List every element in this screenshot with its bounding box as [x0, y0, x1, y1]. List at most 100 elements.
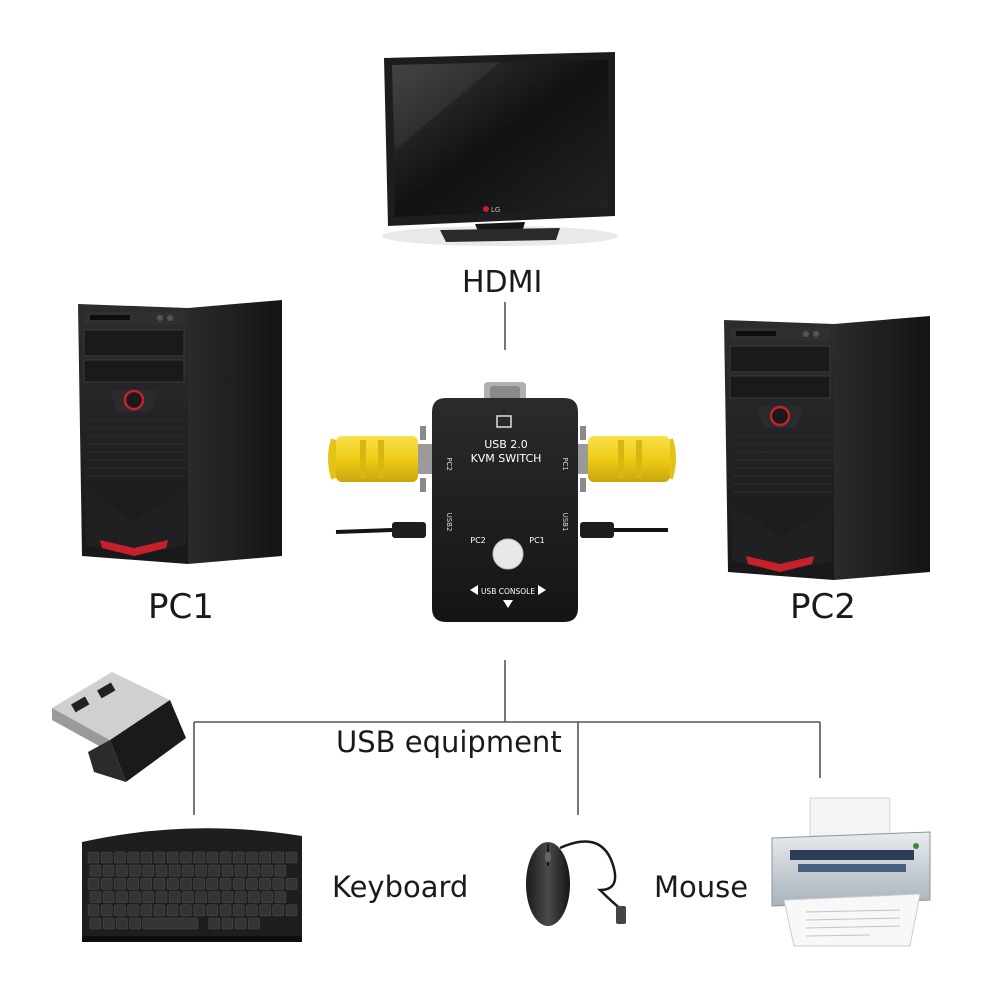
keyboard-key: [193, 904, 205, 917]
keyboard-key: [100, 878, 113, 890]
kvm-side-label-right: PC1: [561, 457, 569, 471]
keyboard-key: [246, 904, 258, 917]
kvm-arrow-right-icon: [538, 585, 546, 595]
pc1-tower-icon: [78, 300, 282, 564]
keyboard-key: [206, 904, 219, 917]
kvm-title-line1: USB 2.0: [484, 438, 528, 451]
keyboard-key: [248, 917, 260, 930]
keyboard-key: [153, 904, 166, 917]
vga-connector-left: [328, 426, 434, 492]
keyboard-keys: [87, 851, 298, 930]
keyboard-key: [232, 878, 245, 890]
keyboard-key: [87, 851, 100, 864]
keyboard-key: [272, 878, 285, 890]
keyboard-key: [259, 878, 271, 890]
keyboard-key: [206, 851, 219, 864]
keyboard-key: [89, 864, 102, 877]
keyboard-key: [127, 904, 139, 917]
keyboard-key: [193, 851, 205, 864]
keyboard-key: [285, 904, 298, 917]
keyboard-key: [206, 878, 219, 890]
keyboard-key: [219, 904, 232, 917]
keyboard-key: [129, 891, 141, 903]
keyboard-key: [166, 904, 179, 917]
keyboard-key: [155, 891, 168, 903]
keyboard-key: [208, 891, 221, 903]
usb-dongle-icon: [52, 672, 186, 782]
keyboard-key: [232, 851, 245, 864]
kvm-side-usb-right: USB1: [561, 513, 569, 532]
keyboard-key: [89, 891, 102, 903]
kvm-title-line2: KVM SWITCH: [471, 452, 542, 465]
keyboard-key: [193, 878, 205, 890]
keyboard-key: [246, 878, 258, 890]
monitor-icon: LG: [382, 52, 618, 246]
keyboard-key: [234, 891, 247, 903]
kvm-side-usb-left: USB2: [445, 513, 453, 532]
keyboard-key: [182, 864, 194, 877]
keyboard-key: [142, 917, 199, 930]
keyboard-key: [246, 851, 258, 864]
keyboard-key: [153, 851, 166, 864]
keyboard-key: [232, 904, 245, 917]
keyboard-key: [114, 878, 126, 890]
keyboard-key: [102, 864, 115, 877]
keyboard-key: [234, 917, 247, 930]
mouse-icon: [526, 840, 626, 926]
keyboard-key: [166, 851, 179, 864]
keyboard-key: [219, 851, 232, 864]
keyboard-key: [274, 864, 287, 877]
keyboard-key: [116, 864, 128, 877]
keyboard-key: [221, 864, 234, 877]
monitor-brand: LG: [491, 206, 500, 214]
keyboard-key: [182, 891, 194, 903]
keyboard-key: [285, 878, 298, 890]
keyboard-key: [114, 851, 126, 864]
vga-connector-right: [572, 426, 676, 492]
keyboard-key: [102, 891, 115, 903]
keyboard-key: [248, 891, 260, 903]
keyboard-key: [140, 851, 153, 864]
keyboard-key: [208, 917, 221, 930]
keyboard-key: [142, 864, 155, 877]
keyboard-key: [259, 904, 271, 917]
kvm-arrow-left-icon: [470, 585, 478, 595]
keyboard-label: Keyboard: [332, 870, 469, 904]
keyboard-key: [261, 891, 273, 903]
keyboard-key: [272, 904, 285, 917]
keyboard-key: [221, 891, 234, 903]
keyboard-key: [140, 878, 153, 890]
keyboard-key: [272, 851, 285, 864]
kvm-port-label-pc2: PC2: [470, 536, 486, 545]
printer-icon: [771, 797, 931, 947]
keyboard-key: [100, 851, 113, 864]
keyboard-key: [208, 864, 221, 877]
pc2-tower-icon: [724, 316, 930, 580]
keyboard-key: [168, 864, 181, 877]
keyboard-key: [248, 864, 260, 877]
keyboard-key: [155, 864, 168, 877]
keyboard-key: [219, 878, 232, 890]
keyboard-key: [87, 878, 100, 890]
keyboard-icon: [82, 828, 302, 942]
kvm-switch-icon: USB 2.0 KVM SWITCH PC2 PC1 USB2 USB1 PC2…: [432, 398, 578, 622]
keyboard-key: [261, 864, 273, 877]
keyboard-key: [180, 878, 192, 890]
keyboard-key: [153, 878, 166, 890]
keyboard-key: [274, 891, 287, 903]
keyboard-key: [100, 904, 113, 917]
kvm-switch-button: [492, 538, 524, 570]
keyboard-key: [140, 904, 153, 917]
keyboard-key: [285, 851, 298, 864]
kvm-port-label-pc1: PC1: [529, 536, 545, 545]
keyboard-key: [114, 904, 126, 917]
kvm-side-label-left: PC2: [445, 457, 453, 471]
keyboard-key: [127, 878, 139, 890]
pc2-label: PC2: [790, 587, 856, 627]
keyboard-key: [129, 917, 141, 930]
kvm-usb-console-label: USB CONSOLE: [481, 587, 535, 596]
keyboard-key: [116, 891, 128, 903]
mouse-label: Mouse: [654, 870, 749, 904]
keyboard-key: [195, 864, 207, 877]
